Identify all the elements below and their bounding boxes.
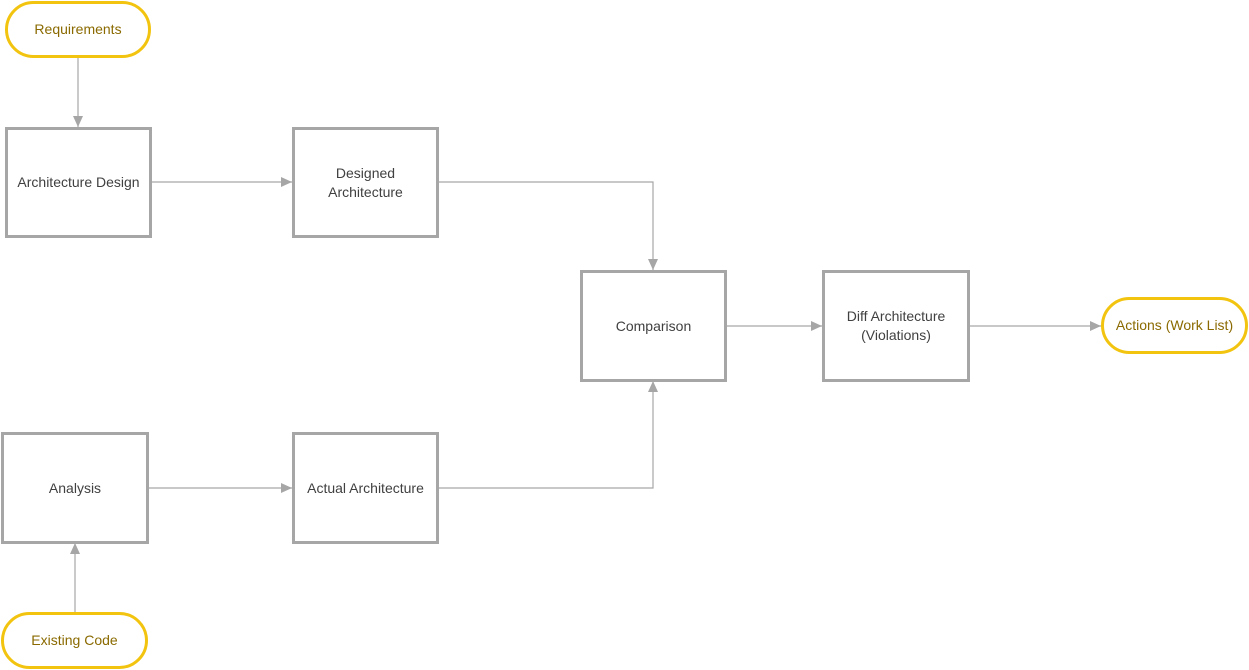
actions-terminal: Actions (Work List) xyxy=(1101,297,1248,354)
diff-architecture-box: Diff Architecture (Violations) xyxy=(822,270,970,382)
actual-architecture-box: Actual Architecture xyxy=(292,432,439,544)
comparison-process: Comparison xyxy=(580,270,727,382)
connector-actual-architecture-to-comparison xyxy=(438,381,658,489)
analysis-process: Analysis xyxy=(1,432,149,544)
requirements-terminal: Requirements xyxy=(5,1,151,58)
architecture-design-process: Architecture Design xyxy=(5,127,152,238)
designed-architecture-box: Designed Architecture xyxy=(292,127,439,238)
existing-code-terminal: Existing Code xyxy=(1,612,148,669)
connector-designed-architecture-to-comparison xyxy=(438,181,658,270)
